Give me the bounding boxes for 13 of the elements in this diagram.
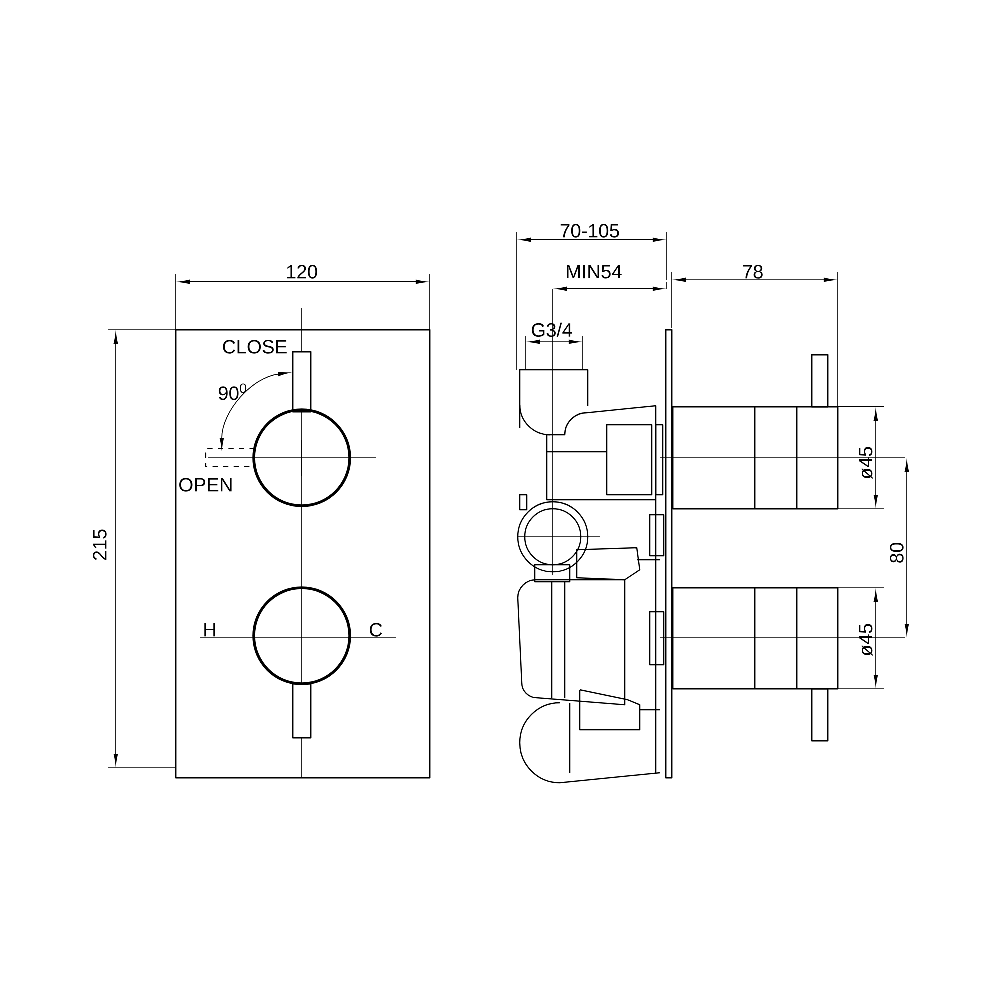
dimension-label: ø45 [859, 624, 873, 656]
dimension-label: 80 [890, 543, 904, 563]
angle-label: 90$^{0}$ [218, 384, 247, 400]
position-label: H [204, 623, 216, 637]
dimension-label: 78 [743, 265, 763, 279]
position-label: C [370, 623, 382, 637]
dimension-label: 120 [287, 265, 318, 279]
dimension-label: MIN54 [567, 265, 622, 279]
dimension-label: 70-105 [560, 224, 620, 238]
dimension-label: 215 [93, 530, 107, 560]
dimension-label: ø45 [859, 447, 873, 480]
position-label: OPEN [180, 478, 232, 492]
position-label: CLOSE [223, 340, 287, 354]
